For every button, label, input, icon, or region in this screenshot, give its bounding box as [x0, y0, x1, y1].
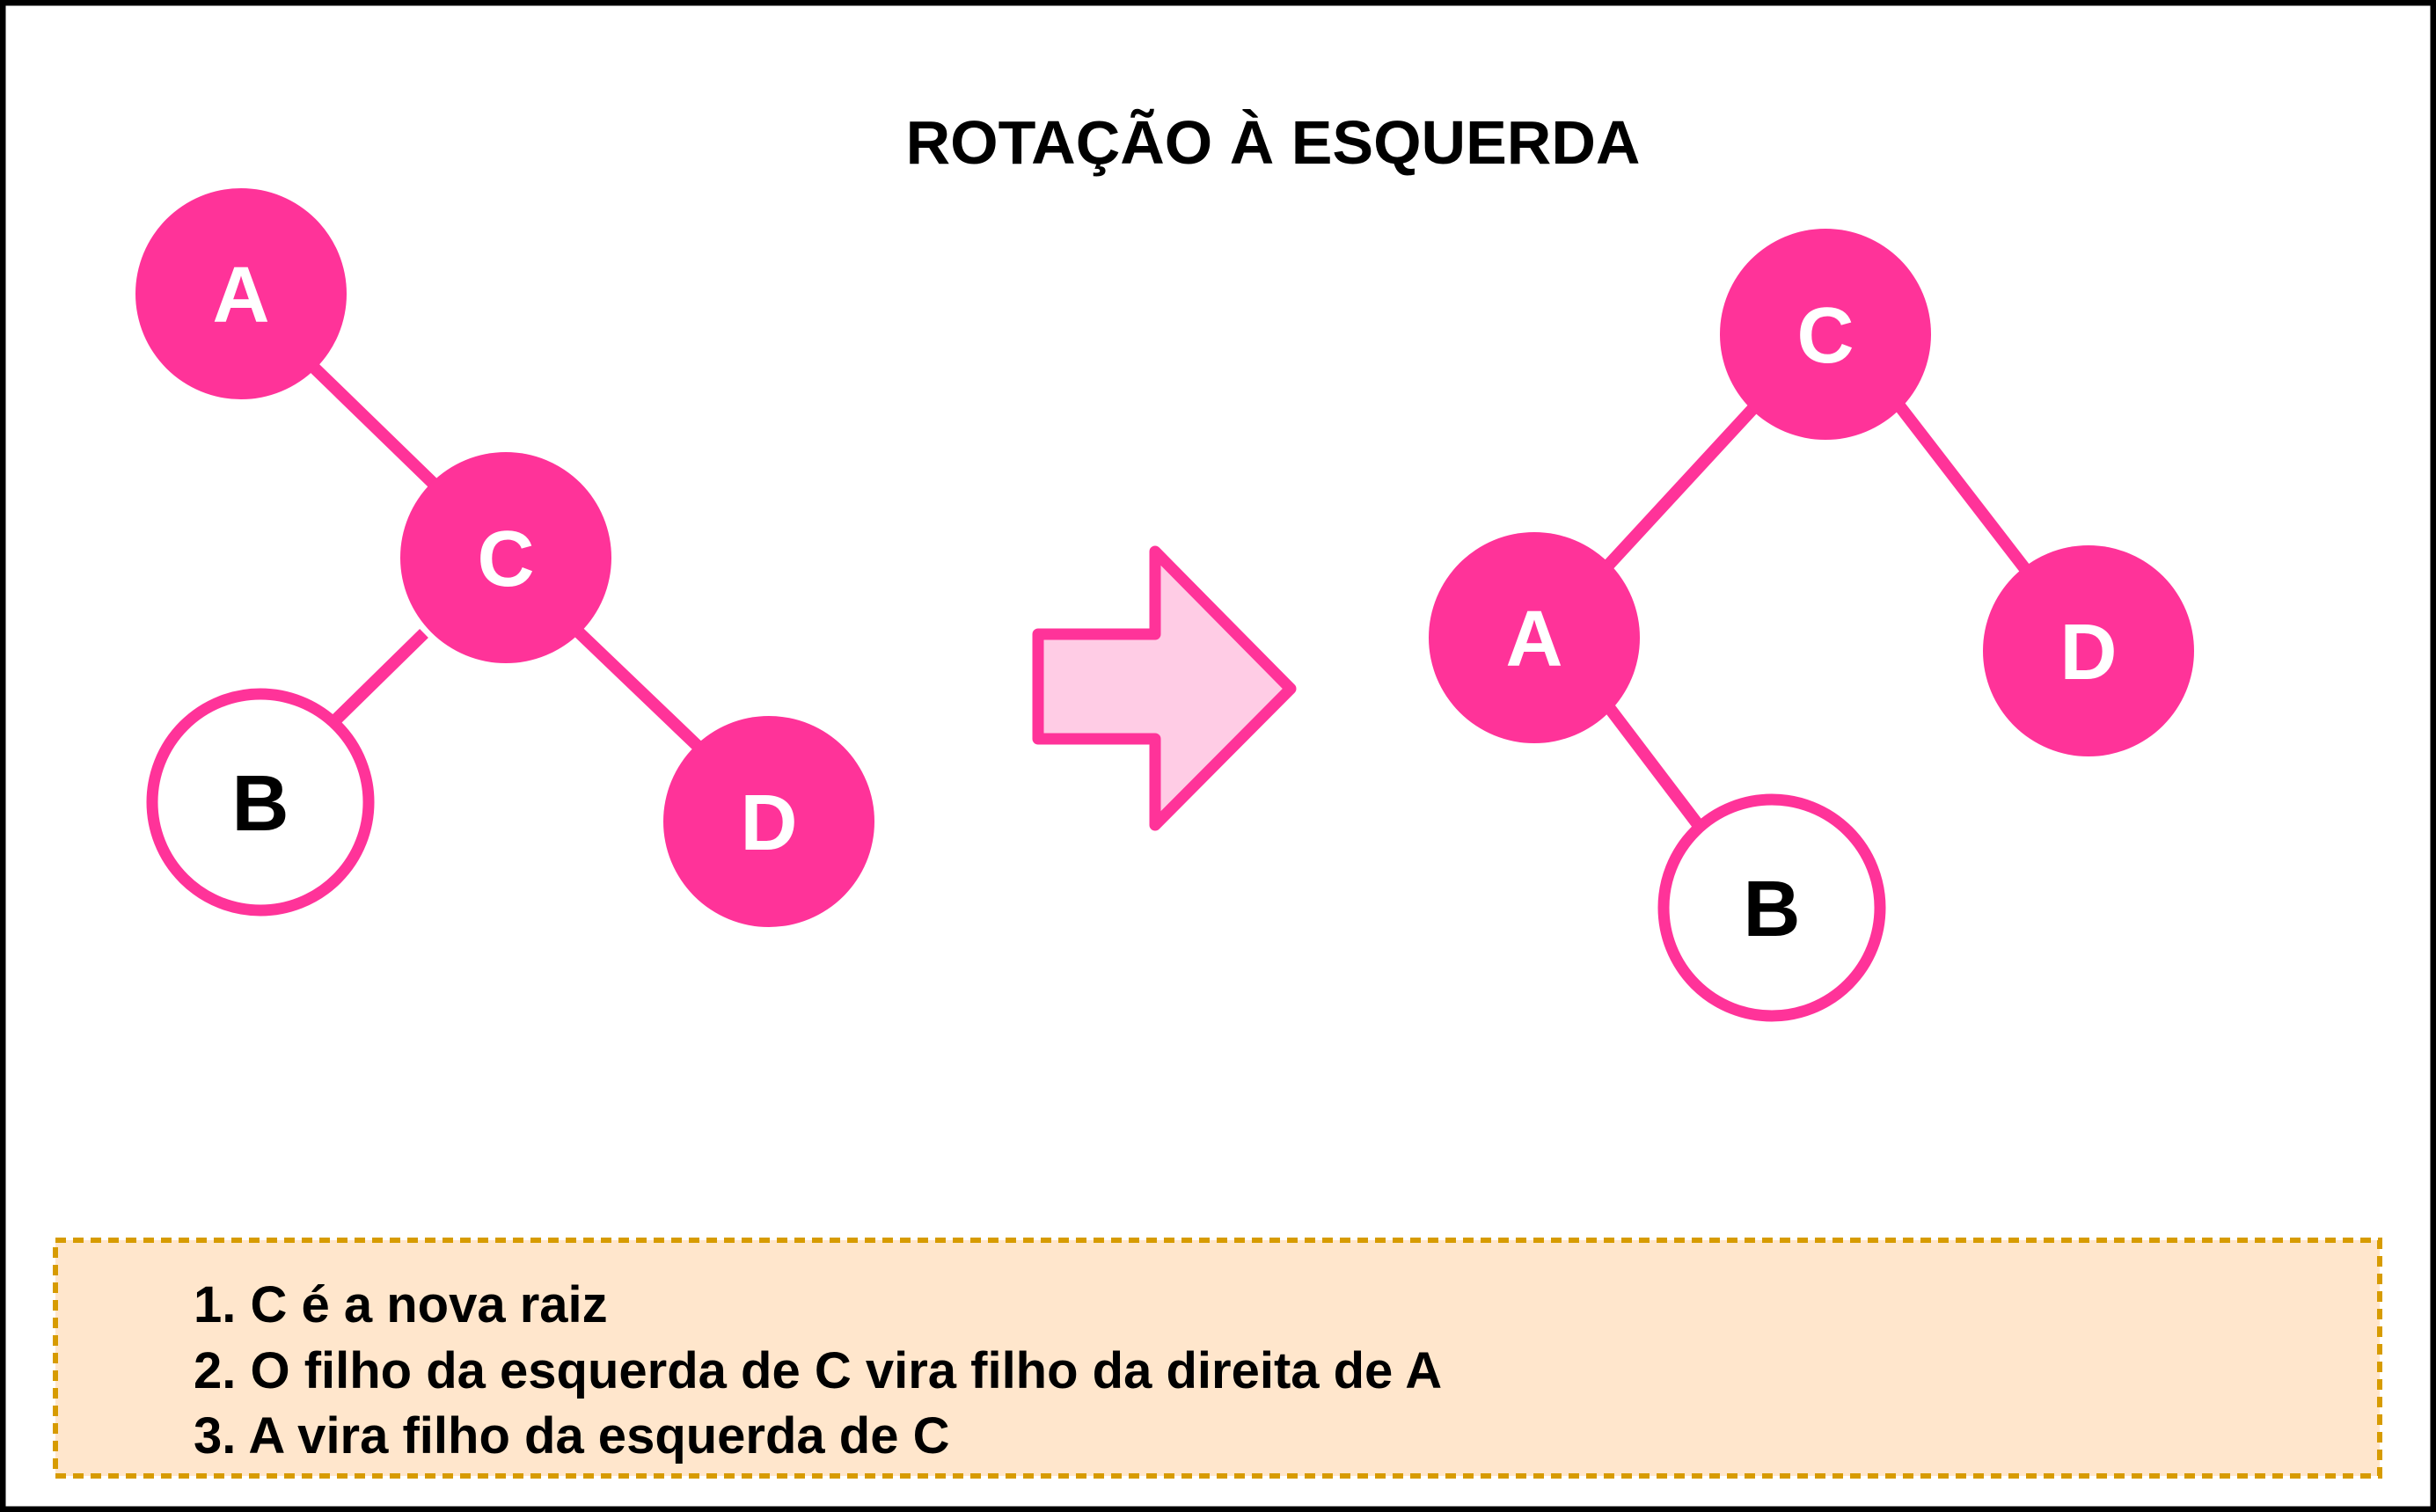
node-circle — [1657, 793, 1886, 1022]
node-after-b: B — [1657, 793, 1886, 1022]
note-line: 1. C é a nova raiz — [194, 1276, 608, 1333]
after-tree: C A D B — [1429, 229, 2194, 1022]
note-line: 3. A vira filho da esquerda de C — [194, 1407, 950, 1465]
node-circle — [1720, 229, 1931, 440]
notes-box: 1. C é a nova raiz 2. O filho da esquerd… — [53, 1238, 2382, 1479]
node-circle — [1429, 532, 1640, 743]
node-after-d: D — [1983, 545, 2194, 756]
edge-before-a-c — [310, 362, 441, 492]
edge-after-c-a — [1601, 403, 1759, 572]
edge-after-c-d — [1893, 400, 2034, 578]
node-after-c: C — [1720, 229, 1931, 440]
notes-background — [53, 1238, 2382, 1479]
node-before-a: A — [135, 188, 347, 399]
node-label: B — [1744, 866, 1801, 953]
node-circle — [146, 688, 375, 917]
node-before-d: D — [663, 716, 874, 927]
before-tree: A C B D — [135, 188, 874, 927]
edge-before-c-b — [328, 629, 428, 727]
node-before-b: B — [146, 688, 375, 917]
right-arrow-icon — [1032, 545, 1297, 831]
node-label: A — [1506, 595, 1563, 683]
diagram-title: ROTAÇÃO À ESQUERDA — [906, 108, 1641, 177]
node-label: C — [478, 515, 535, 603]
node-label: D — [2060, 609, 2118, 697]
node-label: C — [1797, 292, 1854, 380]
edge-after-a-b — [1603, 702, 1708, 835]
node-before-c: C — [400, 452, 611, 663]
node-after-a: A — [1429, 532, 1640, 743]
node-label: B — [232, 760, 289, 848]
node-circle — [1983, 545, 2194, 756]
edge-before-c-d — [574, 626, 706, 755]
node-label: A — [213, 252, 270, 340]
node-circle — [663, 716, 874, 927]
node-label: D — [741, 779, 798, 867]
note-line: 2. O filho da esquerda de C vira filho d… — [194, 1342, 1442, 1399]
node-circle — [400, 452, 611, 663]
node-circle — [135, 188, 347, 399]
